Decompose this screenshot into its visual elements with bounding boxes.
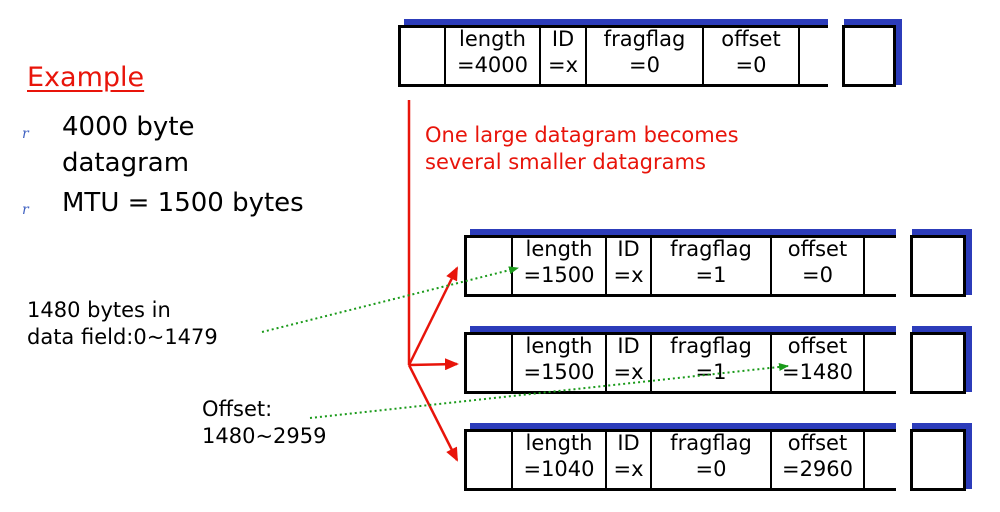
example-title: Example [27, 62, 145, 93]
id-value: =x [613, 457, 644, 481]
offset-note: Offset: 1480~2959 [202, 396, 326, 450]
offset-field: offset =0 [704, 26, 798, 78]
id-value: =x [613, 360, 644, 384]
length-label: length [525, 237, 593, 261]
fragment-1: length =1500 ID =x fragflag =1 offset =0 [464, 228, 972, 315]
first-fragment-note-line1: 1480 bytes in [27, 298, 171, 322]
id-label: ID [617, 334, 640, 358]
length-field: length =1500 [513, 333, 605, 385]
length-value: =1040 [523, 457, 595, 481]
fragflag-value: =1 [695, 263, 727, 287]
length-field: length =4000 [446, 26, 539, 78]
offset-value: =2960 [781, 457, 854, 481]
fragment-2: length =1500 ID =x fragflag =1 offset =1… [464, 325, 972, 412]
offset-value: =1480 [781, 360, 854, 384]
id-field: ID =x [607, 333, 650, 385]
offset-value: =0 [735, 53, 767, 77]
offset-field: offset =0 [772, 236, 863, 288]
offset-field: offset =2960 [772, 430, 863, 482]
length-value: =4000 [456, 53, 529, 77]
length-label: length [459, 27, 526, 51]
offset-label: offset [787, 334, 848, 358]
id-field: ID =x [607, 236, 650, 288]
fragflag-label: fragflag [670, 237, 752, 261]
bullet-marker: r [22, 202, 29, 218]
id-value: =x [613, 263, 644, 287]
fragflag-label: fragflag [670, 334, 752, 358]
fragflag-value: =0 [629, 53, 660, 77]
id-label: ID [617, 237, 640, 261]
id-value: =x [547, 53, 579, 77]
offset-note-line2: 1480~2959 [202, 424, 327, 448]
fragflag-field: fragflag =0 [652, 430, 770, 482]
offset-value: =0 [802, 263, 833, 287]
first-fragment-pointer [261, 266, 519, 333]
fragment-3: length =1040 ID =x fragflag =0 offset =2… [464, 422, 972, 509]
fragflag-field: fragflag =0 [587, 26, 702, 78]
original-datagram: length =4000 ID =x fragflag =0 offset =0 [398, 18, 902, 105]
fragmentation-message-line1: One large datagram becomes [425, 123, 739, 147]
offset-label: offset [721, 27, 781, 51]
length-field: length =1040 [513, 430, 605, 482]
bullet-text-mtu: MTU = 1500 bytes [62, 188, 304, 218]
fragflag-field: fragflag =1 [652, 333, 770, 385]
length-field: length =1500 [513, 236, 605, 288]
length-label: length [525, 431, 593, 455]
length-value: =1500 [523, 263, 595, 287]
id-label: ID [551, 27, 575, 51]
fragflag-value: =0 [695, 457, 727, 481]
first-fragment-note-line2: data field:0~1479 [27, 325, 218, 349]
id-label: ID [617, 431, 640, 455]
id-field: ID =x [607, 430, 650, 482]
offset-field: offset =1480 [772, 333, 863, 385]
fragflag-label: fragflag [670, 431, 752, 455]
fragflag-label: fragflag [603, 27, 686, 51]
length-value: =1500 [523, 360, 595, 384]
split-arrow-fragment-3 [407, 364, 459, 462]
offset-label: offset [787, 237, 848, 261]
bullet-text-datagram-size: 4000 byte datagram [62, 112, 195, 178]
fragflag-field: fragflag =1 [652, 236, 770, 288]
fragflag-value: =1 [695, 360, 727, 384]
id-field: ID =x [541, 26, 585, 78]
split-arrow-fragment-1 [407, 266, 459, 366]
offset-pointer [309, 362, 789, 419]
offset-label: offset [787, 431, 848, 455]
first-fragment-note: 1480 bytes in data field:0~1479 [27, 297, 218, 351]
length-label: length [525, 334, 593, 358]
bullet-marker: r [22, 126, 29, 142]
offset-note-line1: Offset: [202, 397, 273, 421]
fragmentation-message: One large datagram becomes several small… [425, 122, 739, 176]
fragmentation-message-line2: several smaller datagrams [425, 150, 706, 174]
split-arrow-fragment-2 [408, 358, 459, 371]
